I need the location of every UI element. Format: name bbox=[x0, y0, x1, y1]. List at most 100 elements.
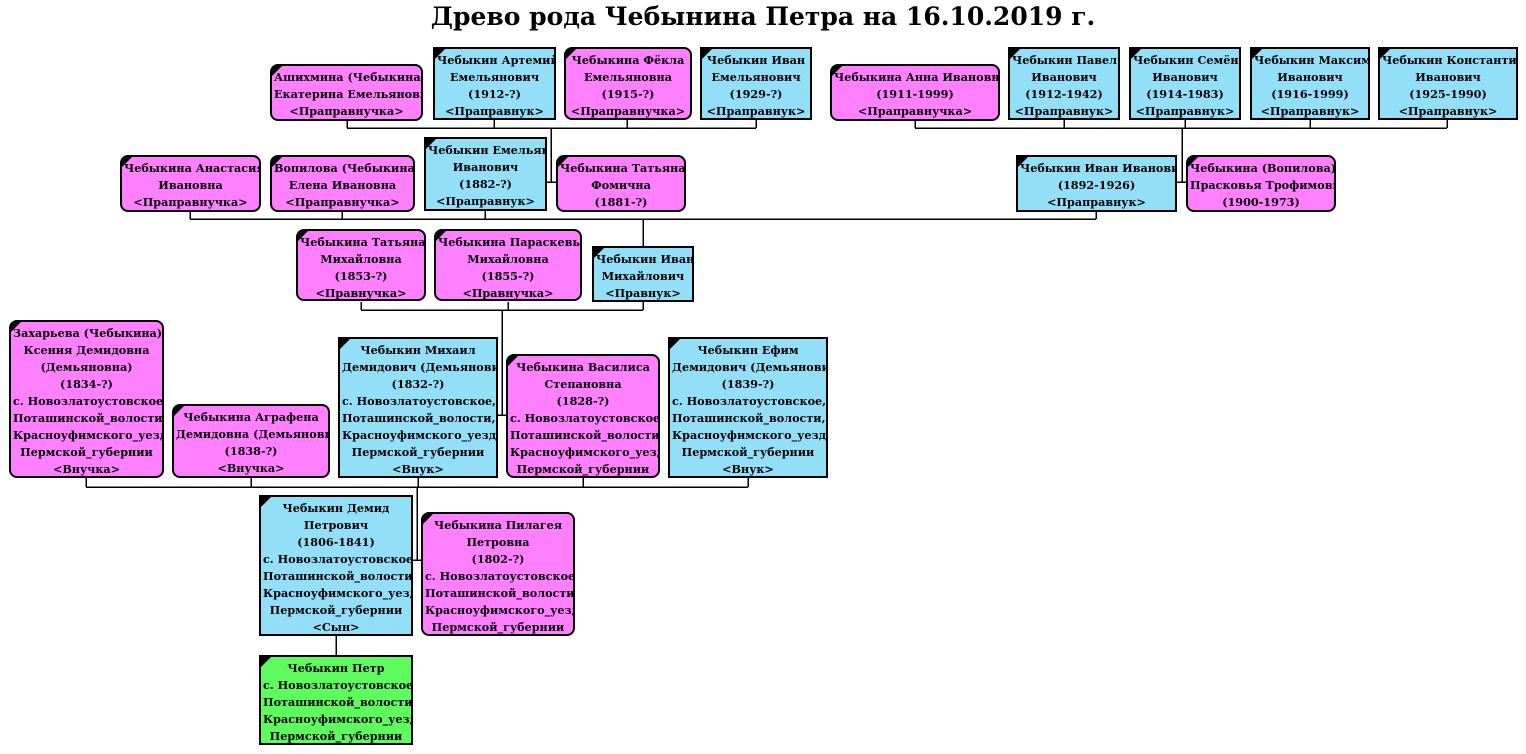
person-card[interactable]: Ашихмина (Чебыкина)Екатерина Емельяновна… bbox=[270, 64, 423, 121]
person-card-line: (1806-1841) bbox=[297, 535, 375, 549]
person-card-line: (1900-1973) bbox=[1222, 195, 1300, 209]
person-card-line: Пермской_губернии bbox=[269, 729, 403, 743]
person-card-line: Чебыкин Ефим bbox=[697, 343, 799, 357]
person-card-line: Поташинской_волости, bbox=[342, 411, 496, 425]
person-card-line: Чебыкин Иван Иванович bbox=[1020, 161, 1177, 175]
person-card-line: Чебыкина Пилагея bbox=[434, 518, 562, 532]
person-card-line: с. Новозлатоустовское, bbox=[13, 394, 164, 408]
person-card-line: <Праправнук> bbox=[1398, 104, 1498, 118]
person-card[interactable]: Чебыкина Анна Ивановна(1911-1999)<Прапра… bbox=[830, 64, 1000, 121]
person-card-line: <Внучка> bbox=[217, 461, 285, 475]
corner-marker-icon bbox=[670, 339, 680, 349]
person-card-line: с. Новозлатоустовское, bbox=[425, 569, 575, 583]
person-card-line: <Внук> bbox=[722, 462, 774, 476]
corner-marker-icon bbox=[566, 49, 576, 59]
person-card-line: Чебыкина Анна Ивановна bbox=[834, 70, 1000, 84]
corner-marker-icon bbox=[832, 66, 842, 76]
person-card-line: Чебыкин Михаил bbox=[360, 343, 476, 357]
person-card-line: (1912-?) bbox=[468, 87, 521, 101]
person-card-line: с. Новозлатоустовское, bbox=[342, 394, 497, 408]
person-card-line: (1912-1942) bbox=[1025, 87, 1103, 101]
corner-marker-icon bbox=[272, 157, 282, 167]
person-card-line: с. Новозлатоустовское, bbox=[672, 394, 827, 408]
person-card-line: Михайловна bbox=[320, 252, 402, 266]
corner-marker-icon bbox=[423, 514, 433, 524]
person-card[interactable]: Чебыкина (Вопилова)Прасковья Трофимовна(… bbox=[1186, 155, 1336, 212]
person-card-line: Чебыкина Татьяна bbox=[560, 161, 686, 175]
person-card-line: Красноуфимского_уезда, bbox=[342, 428, 498, 442]
corner-marker-icon bbox=[436, 231, 446, 241]
person-card-line: с. Новозлатоустовское, bbox=[263, 552, 413, 566]
person-card-line: Фомична bbox=[591, 178, 651, 192]
person-card-line: <Внучка> bbox=[52, 462, 121, 476]
person-card-line: (Демьяновна) bbox=[40, 360, 133, 374]
person-card-line: Петрович bbox=[303, 518, 369, 532]
person-card-line: Чебыкин Константин bbox=[1382, 53, 1518, 67]
person-card-line: Чебыкин Максим bbox=[1254, 53, 1370, 67]
corner-marker-icon bbox=[261, 497, 271, 507]
person-card-line: Чебыкина Татьяна bbox=[300, 235, 426, 249]
person-card-line: Пермской_губернии bbox=[516, 462, 650, 476]
person-card-line: Иванович bbox=[1152, 70, 1218, 84]
person-card-line: Чебыкин Павел bbox=[1012, 53, 1118, 67]
person-card-line: Поташинской_волости, bbox=[263, 569, 413, 583]
corner-marker-icon bbox=[426, 139, 436, 149]
person-card-line: (1881-?) bbox=[594, 195, 648, 209]
person-card-line: (1828-?) bbox=[556, 394, 610, 408]
person-card-line: Чебыкина Фёкла bbox=[571, 53, 685, 67]
person-card-line: (1911-1999) bbox=[876, 87, 954, 101]
corner-marker-icon bbox=[261, 657, 271, 667]
person-card[interactable]: Вопилова (Чебыкина)Елена Ивановна<Прапра… bbox=[270, 155, 415, 212]
corner-marker-icon bbox=[1010, 49, 1020, 59]
person-card-line: <Праправнучка> bbox=[133, 195, 248, 209]
person-card[interactable]: Захарьева (Чебыкина)Ксения Демидовна(Дем… bbox=[9, 320, 164, 478]
corner-marker-icon bbox=[558, 157, 568, 167]
person-card-line: Пермской_губернии bbox=[681, 445, 815, 459]
person-card-line: Чебыкин Семён bbox=[1133, 53, 1239, 67]
person-card-line: <Праправнук> bbox=[1014, 104, 1114, 118]
person-card-line: Ивановна bbox=[158, 178, 223, 192]
person-card-line: (1838-?) bbox=[224, 444, 278, 458]
person-card-line: Поташинской_волости, bbox=[672, 411, 826, 425]
person-card-line: Красноуфимского_уезда, bbox=[510, 445, 660, 459]
corner-marker-icon bbox=[272, 66, 282, 76]
person-card-line: Поташинской_волости, bbox=[510, 428, 660, 442]
person-card-line: Иванович bbox=[1415, 70, 1481, 84]
person-card-line: Поташинской_волости, bbox=[263, 695, 413, 709]
person-card-line: Прасковья Трофимовна bbox=[1190, 178, 1336, 192]
person-card-line: Демидовна (Демьяновна) bbox=[176, 427, 330, 441]
page-title: Древо рода Чебынина Петра на 16.10.2019 … bbox=[430, 2, 1096, 31]
person-card-line: Демидович (Демьянович) bbox=[342, 360, 498, 374]
person-card-line: <Праправнучка> bbox=[570, 104, 686, 118]
person-card-line: <Сын> bbox=[312, 620, 360, 634]
person-card-line: Красноуфимского_уезда, bbox=[13, 428, 164, 442]
person-card-line: <Праправнук> bbox=[445, 104, 544, 118]
person-card[interactable]: Чебыкин Иван Иванович(1892-1926)<Праправ… bbox=[1016, 155, 1177, 212]
person-card-line: <Праправнучка> bbox=[285, 195, 400, 209]
person-card-line: Чебыкин Артемий bbox=[437, 53, 556, 67]
person-card-line: Чебыкина Параскевья bbox=[438, 235, 582, 249]
person-card-line: <Внук> bbox=[392, 462, 444, 476]
person-card-line: Поташинской_волости, bbox=[425, 586, 575, 600]
